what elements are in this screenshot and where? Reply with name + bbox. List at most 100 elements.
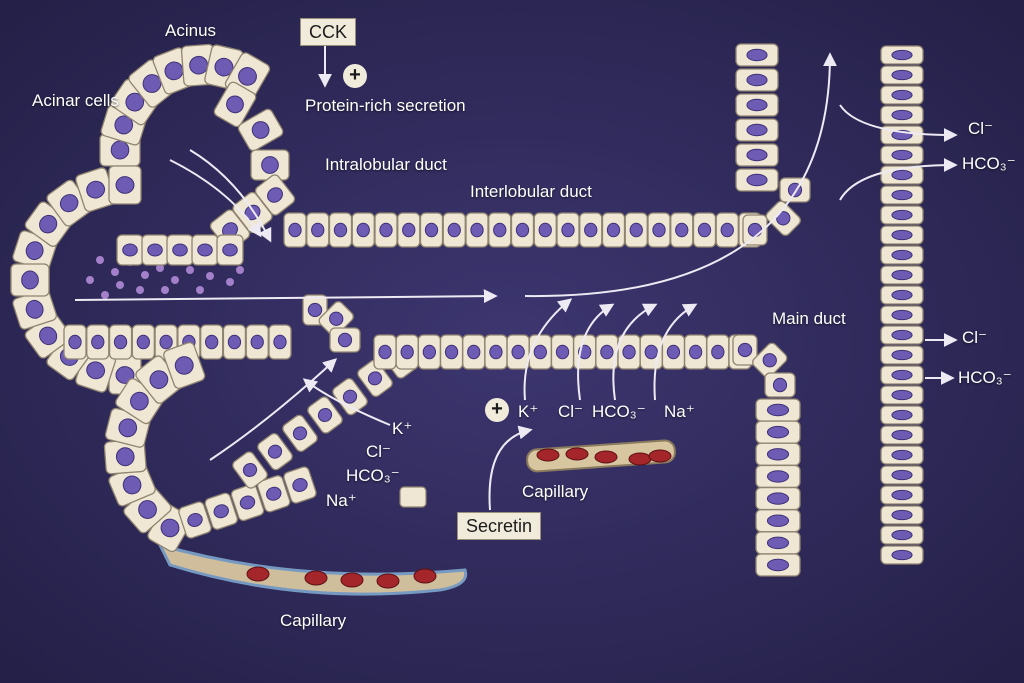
epithelial-cell [141,234,169,266]
cell-nucleus [697,222,712,238]
epithelial-cell [200,324,224,360]
epithelial-cell [395,334,419,370]
epithelial-cell [735,43,779,67]
epithelial-cell [213,81,257,128]
epithelial-cell [12,288,58,330]
cell-nucleus [746,48,768,62]
epithelial-cell [86,324,110,360]
cell-nucleus [251,121,270,139]
cell-nucleus [746,98,768,112]
cell-nucleus [68,334,82,350]
zymogen-granule [186,266,194,274]
secretin-arrow [488,425,533,511]
cell-nucleus [666,344,681,360]
cell-nucleus [561,222,575,238]
epithelial-cell [617,334,641,370]
epithelial-cell [268,324,292,360]
ion-hco3-right-lower: HCO₃⁻ [958,368,1012,387]
epithelial-cell [880,425,924,445]
ion-cl-right-lower: Cl⁻ [962,328,988,347]
cell-nucleus [533,344,547,360]
epithelial-cell [397,212,421,248]
cell-nucleus [747,222,763,238]
ion-arrow [209,358,338,461]
epithelial-cell [204,492,238,530]
epithelial-cell [439,334,464,370]
cell-nucleus [538,222,552,238]
cell-nucleus [379,222,393,238]
epithelial-cell [462,334,486,370]
epithelial-cell [108,165,142,205]
epithelial-cell [135,355,183,404]
cell-nucleus [766,425,790,439]
zymogen-granule [171,276,179,284]
epithelial-cell [103,438,147,475]
cell-nucleus [205,334,219,350]
ion-k-mid: K⁺ [518,402,539,421]
red-blood-cell [246,566,270,582]
epithelial-cell [735,118,779,142]
cell-nucleus [424,222,439,238]
red-blood-cell [628,452,652,466]
secretion-arrow [189,149,272,243]
flow-arrow [74,289,498,304]
main-duct-label: Main duct [772,309,846,328]
cell-nucleus [222,243,238,257]
ion-na-mid: Na⁺ [664,402,695,421]
epithelial-cell [230,483,265,522]
zymogen-granule [161,286,169,294]
epithelial-cell [216,234,244,266]
cell-nucleus [737,342,753,358]
cell-nucleus [891,209,913,221]
cell-nucleus [746,148,768,162]
capillaries [157,439,676,596]
cell-nucleus [766,470,790,483]
cell-nucleus [113,334,128,350]
zymogen-granule [226,278,234,286]
epithelial-cell [573,334,597,370]
epithelial-cell [670,212,694,248]
cell-nucleus [174,356,194,375]
epithelial-cell [880,485,924,505]
epithelial-cell [417,334,442,370]
epithelial-cell [765,200,801,236]
epithelial-cell [880,385,924,405]
cell-nucleus [515,222,530,238]
cell-nucleus [115,176,135,194]
epithelial-cell [683,334,708,370]
epithelial-cell [329,327,361,353]
cell-nucleus [891,249,913,261]
small-cell [399,486,427,508]
epithelial-cell [283,212,307,248]
cell-nucleus [267,187,283,203]
epithelial-cell [178,501,212,539]
cell-nucleus [891,429,913,441]
zymogen-granule [96,256,104,264]
cell-nucleus [606,222,621,238]
epithelial-cell [880,405,924,425]
cell-nucleus [891,69,913,81]
epithelial-cell [510,212,535,248]
epithelial-cell [528,334,552,370]
cell-nucleus [766,492,790,505]
cell-nucleus [891,529,913,541]
epithelial-cell [880,305,924,325]
cell-nucleus [261,156,279,174]
epithelial-cell [306,212,330,248]
cell-nucleus [378,344,392,360]
epithelial-cell [191,234,219,266]
cell-nucleus [311,222,325,238]
epithelial-cell [880,205,924,225]
cell-nucleus [644,344,658,360]
cell-nucleus [511,344,525,360]
cell-nucleus [317,407,333,423]
epithelial-cell [484,334,508,370]
epithelial-cells [10,43,924,577]
epithelial-cell [880,145,924,165]
cell-nucleus [489,344,503,360]
cell-nucleus [746,73,768,87]
epithelial-cell [282,414,318,452]
epithelial-cell [579,212,603,248]
epithelial-cell [257,433,293,471]
epithelial-cell [442,212,466,248]
